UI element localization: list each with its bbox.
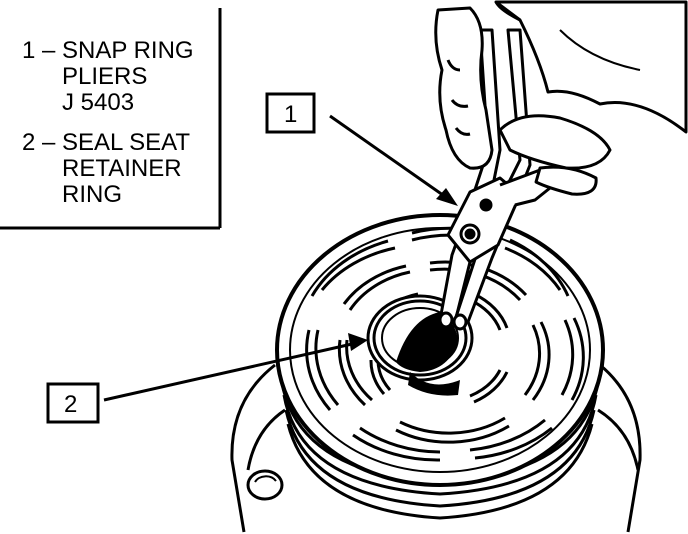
legend-item-1: 1 – SNAP RING PLIERS J 5403 (22, 37, 194, 116)
callout-2: 2 (46, 333, 368, 424)
legend-line-2b: RETAINER (62, 155, 182, 182)
legend-dash-2: – (42, 129, 56, 156)
legend-line-1a: SNAP RING (62, 37, 194, 64)
callout-1-label: 1 (284, 101, 297, 128)
legend-box (0, 8, 222, 230)
legend-line-2a: SEAL SEAT (62, 129, 190, 156)
legend-dash-1: – (42, 37, 56, 64)
callout-1: 1 (265, 92, 458, 206)
callout-1-box (265, 92, 316, 134)
callout-2-label: 2 (64, 391, 77, 418)
callout-2-box (46, 382, 100, 424)
legend-number-2: 2 (22, 129, 35, 156)
callout-1-leader (329, 114, 451, 202)
snap-ring-pliers (438, 28, 562, 331)
legend-item-2: 2 – SEAL SEAT RETAINER RING (22, 129, 190, 208)
callout-2-leader (103, 342, 353, 402)
legend-number-1: 1 (22, 37, 35, 64)
disc-slots (305, 226, 585, 462)
mounting-hole (246, 469, 284, 501)
callout-2-arrowhead (348, 333, 368, 351)
seal-seat-retainer-ring (372, 299, 468, 377)
legend-line-1b: PLIERS (62, 63, 147, 90)
technician-hand (434, 0, 688, 196)
legend-line-1c: J 5403 (62, 89, 134, 116)
legend-line-2c: RING (62, 181, 122, 208)
callout-1-arrowhead (436, 188, 458, 206)
compressor-body (230, 363, 642, 533)
